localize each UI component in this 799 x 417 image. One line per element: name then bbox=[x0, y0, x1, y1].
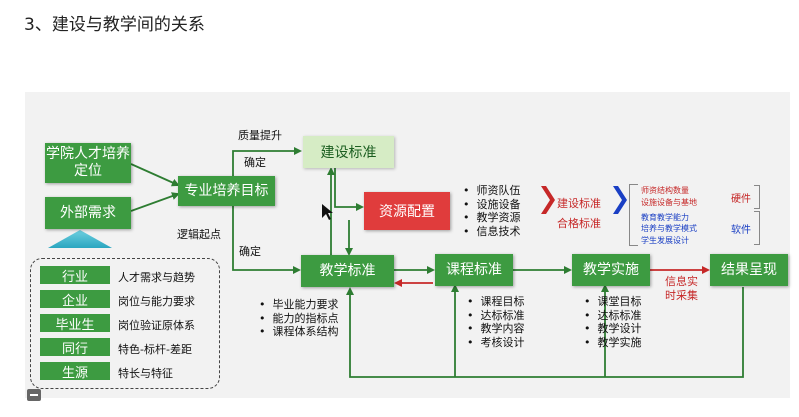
teaching-standard-list: 毕业能力要求 能力的指标点 课程体系结构 bbox=[259, 298, 339, 339]
source-enterprise: 企业 bbox=[40, 290, 110, 309]
source-peers: 同行 bbox=[40, 338, 110, 357]
list-item: 教学实施 bbox=[584, 336, 642, 350]
diagram-panel bbox=[25, 92, 790, 398]
list-item: 课程目标 bbox=[467, 295, 525, 309]
bracket bbox=[629, 184, 638, 246]
teaching-implementation-box: 教学实施 bbox=[572, 254, 650, 286]
source-desc: 特长与特征 bbox=[118, 367, 173, 380]
chevron-right-icon bbox=[613, 186, 627, 214]
result-box: 结果呈现 bbox=[710, 254, 788, 286]
triangle-icon bbox=[48, 230, 112, 248]
hardware-category: 硬件 bbox=[731, 194, 751, 205]
logic-start-label: 逻辑起点 bbox=[177, 228, 221, 241]
list-item: 设施设备 bbox=[463, 198, 521, 212]
bracket bbox=[754, 185, 760, 209]
slide-badge-icon bbox=[27, 389, 41, 401]
build-standard-label: 建设标准 bbox=[557, 197, 601, 210]
list-item: 课程体系结构 bbox=[259, 325, 339, 339]
list-item: 能力的指标点 bbox=[259, 312, 339, 326]
chevron-right-icon bbox=[541, 186, 555, 214]
major-goal-box: 专业培养目标 bbox=[178, 176, 275, 206]
resource-allocation-box: 资源配置 bbox=[364, 192, 450, 230]
list-item: 达标标准 bbox=[467, 309, 525, 323]
source-desc: 特色-标杆-差距 bbox=[118, 343, 192, 356]
list-item: 课堂目标 bbox=[584, 295, 642, 309]
cursor-icon bbox=[322, 204, 333, 220]
list-item: 信息技术 bbox=[463, 225, 521, 239]
software-item: 学生发展设计 bbox=[641, 236, 689, 245]
list-item: 达标标准 bbox=[584, 309, 642, 323]
talent-positioning-box: 学院人才培养定位 bbox=[45, 143, 131, 183]
list-item: 教学资源 bbox=[463, 211, 521, 225]
source-students: 生源 bbox=[40, 362, 110, 381]
teaching-standard-box: 教学标准 bbox=[301, 255, 394, 287]
info-collect-label: 信息实时采集 bbox=[665, 275, 698, 302]
bracket bbox=[754, 211, 760, 245]
course-standard-list: 课程目标 达标标准 教学内容 考核设计 bbox=[467, 295, 525, 349]
confirm-label: 确定 bbox=[244, 156, 266, 169]
source-desc: 岗位验证原体系 bbox=[118, 319, 195, 332]
source-graduates: 毕业生 bbox=[40, 314, 110, 333]
external-demand-box: 外部需求 bbox=[45, 197, 131, 229]
list-item: 教学内容 bbox=[467, 322, 525, 336]
quality-label: 质量提升 bbox=[238, 129, 282, 142]
build-standard-box: 建设标准 bbox=[303, 136, 394, 168]
software-item: 培养与教学模式 bbox=[641, 224, 697, 233]
list-item: 教学设计 bbox=[584, 322, 642, 336]
implementation-list: 课堂目标 达标标准 教学设计 教学实施 bbox=[584, 295, 642, 349]
resource-list: 师资队伍 设施设备 教学资源 信息技术 bbox=[463, 184, 521, 238]
sources-group bbox=[30, 258, 220, 389]
source-industry: 行业 bbox=[40, 266, 110, 285]
page-title: 3、建设与教学间的关系 bbox=[24, 15, 205, 35]
software-item: 教育教学能力 bbox=[641, 213, 689, 222]
list-item: 考核设计 bbox=[467, 336, 525, 350]
source-desc: 岗位与能力要求 bbox=[118, 295, 195, 308]
hardware-item: 师资结构数量 bbox=[641, 186, 689, 195]
list-item: 师资队伍 bbox=[463, 184, 521, 198]
list-item: 毕业能力要求 bbox=[259, 298, 339, 312]
confirm-label: 确定 bbox=[239, 245, 261, 258]
hardware-item: 设施设备与基地 bbox=[641, 198, 697, 207]
pass-standard-label: 合格标准 bbox=[557, 217, 601, 230]
course-standard-box: 课程标准 bbox=[435, 254, 513, 286]
software-category: 软件 bbox=[731, 225, 751, 236]
source-desc: 人才需求与趋势 bbox=[118, 271, 195, 284]
